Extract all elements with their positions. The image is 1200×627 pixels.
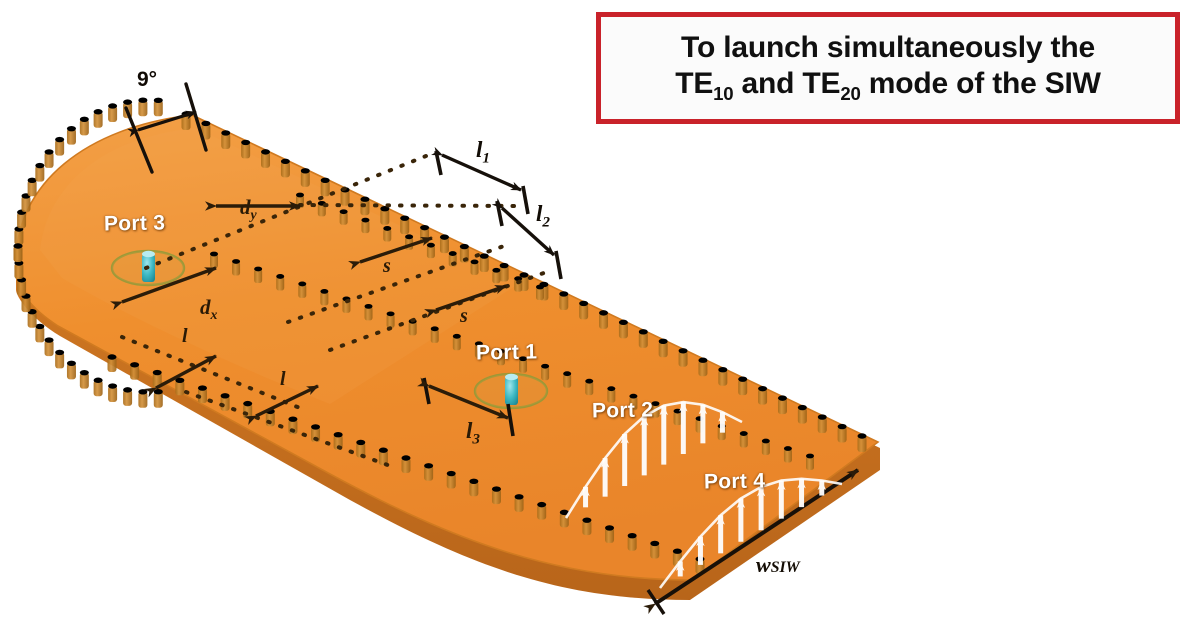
port-3-label: Port 3 [103, 211, 166, 236]
dimension-label-l3: l3 [466, 418, 480, 448]
substrate-sheen [40, 128, 520, 404]
feed-probe-port1 [473, 372, 549, 410]
port-4-label: Port 4 [703, 469, 766, 494]
dimension-label-w-siw: wSIW [756, 552, 800, 577]
dimension-label-dy: dy [240, 195, 257, 223]
mode-field-arrows [564, 400, 843, 589]
dimension-label-s-first: s [383, 255, 391, 277]
te10-subscript: 10 [713, 83, 734, 105]
callout-box: To launch simultaneously the TE10 and TE… [596, 12, 1180, 124]
port-2-label: Port 2 [591, 398, 654, 423]
callout-line-2: TE10 and TE20 mode of the SIW [675, 67, 1101, 105]
dimension-label-s-second: s [460, 305, 468, 327]
callout-line-1: To launch simultaneously the [681, 30, 1095, 64]
via-fence-group [13, 97, 867, 574]
port-1-label: Port 1 [475, 340, 538, 365]
dimension-label-l1: l1 [476, 137, 490, 167]
dimension-label-l2: l2 [536, 201, 550, 231]
angle-annotation-9deg [124, 82, 208, 174]
dimension-label-via-pitch-a: l [182, 325, 188, 347]
leader-lines [120, 150, 554, 470]
callout-text: To launch simultaneously the TE10 and TE… [667, 30, 1109, 106]
te20-subscript: 20 [840, 83, 861, 105]
dimension-label-dx: dx [200, 295, 218, 323]
dimension-label-via-pitch-b: l [280, 368, 286, 390]
angle-label-9-degrees: 9° [137, 68, 158, 91]
siw-substrate [15, 114, 880, 600]
